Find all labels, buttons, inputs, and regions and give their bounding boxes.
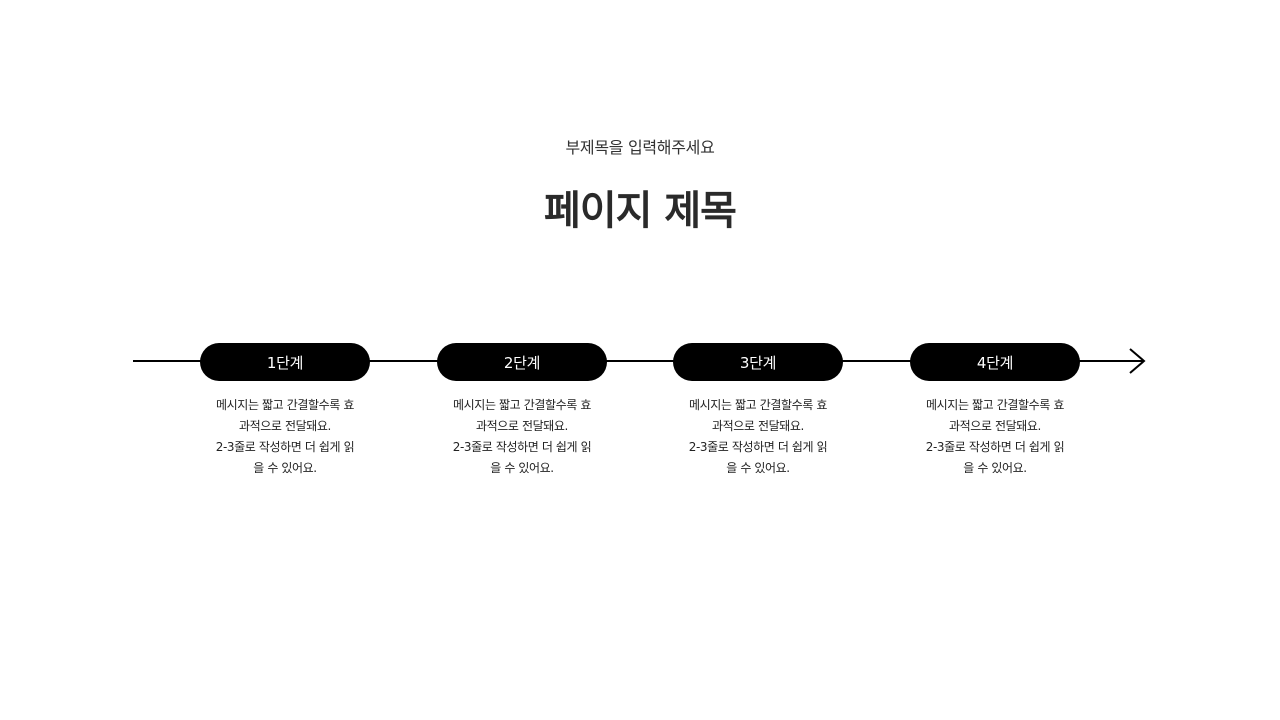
- desc-line: 2-3줄로 작성하면 더 쉽게 읽: [452, 440, 592, 454]
- step-label: 3단계: [739, 353, 777, 372]
- desc-line: 을 수 있어요.: [963, 461, 1027, 475]
- step-label: 2단계: [503, 353, 541, 372]
- step-2-description: 메시지는 짧고 간결할수록 효 과적으로 전달돼요. 2-3줄로 작성하면 더 …: [437, 395, 607, 479]
- page-title: 페이지 제목: [544, 188, 737, 234]
- step-1-description: 메시지는 짧고 간결할수록 효 과적으로 전달돼요. 2-3줄로 작성하면 더 …: [200, 395, 370, 479]
- desc-line: 과적으로 전달돼요.: [949, 419, 1041, 433]
- arrow-right-icon: [1129, 348, 1146, 374]
- desc-line: 메시지는 짧고 간결할수록 효: [453, 398, 591, 412]
- timeline-line: [133, 360, 1143, 362]
- desc-line: 메시지는 짧고 간결할수록 효: [216, 398, 354, 412]
- desc-line: 과적으로 전달돼요.: [476, 419, 568, 433]
- desc-line: 과적으로 전달돼요.: [239, 419, 331, 433]
- desc-line: 2-3줄로 작성하면 더 쉽게 읽: [688, 440, 828, 454]
- desc-line: 을 수 있어요.: [490, 461, 554, 475]
- step-3-description: 메시지는 짧고 간결할수록 효 과적으로 전달돼요. 2-3줄로 작성하면 더 …: [673, 395, 843, 479]
- step-2-pill: 2단계: [437, 343, 607, 381]
- step-1-pill: 1단계: [200, 343, 370, 381]
- desc-line: 2-3줄로 작성하면 더 쉽게 읽: [215, 440, 355, 454]
- desc-line: 2-3줄로 작성하면 더 쉽게 읽: [925, 440, 1065, 454]
- desc-line: 메시지는 짧고 간결할수록 효: [926, 398, 1064, 412]
- desc-line: 을 수 있어요.: [253, 461, 317, 475]
- page-subtitle: 부제목을 입력해주세요: [565, 138, 715, 157]
- step-label: 1단계: [266, 353, 304, 372]
- desc-line: 을 수 있어요.: [726, 461, 790, 475]
- step-3-pill: 3단계: [673, 343, 843, 381]
- step-label: 4단계: [976, 353, 1014, 372]
- desc-line: 과적으로 전달돼요.: [712, 419, 804, 433]
- step-4-description: 메시지는 짧고 간결할수록 효 과적으로 전달돼요. 2-3줄로 작성하면 더 …: [910, 395, 1080, 479]
- step-4-pill: 4단계: [910, 343, 1080, 381]
- desc-line: 메시지는 짧고 간결할수록 효: [689, 398, 827, 412]
